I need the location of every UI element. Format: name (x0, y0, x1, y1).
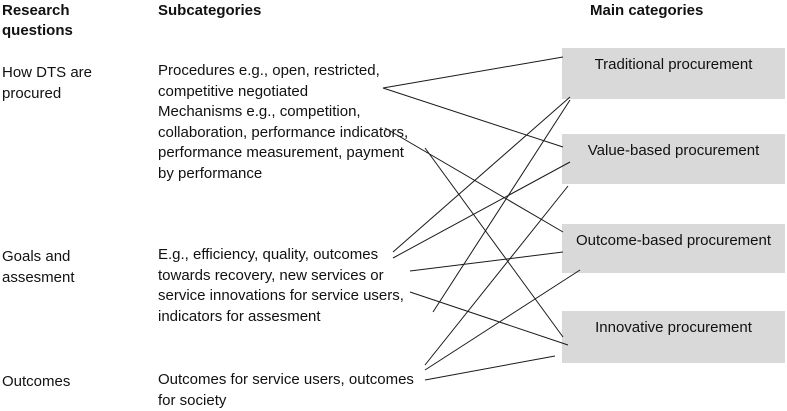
connector-line (425, 270, 580, 370)
connector-line (393, 162, 570, 258)
connector-line (383, 57, 563, 88)
connector-line (383, 88, 563, 147)
connector-line (410, 292, 568, 345)
connector-line (425, 356, 555, 380)
connector-line (425, 148, 563, 337)
connector-line (433, 100, 570, 312)
connector-line (410, 252, 563, 271)
